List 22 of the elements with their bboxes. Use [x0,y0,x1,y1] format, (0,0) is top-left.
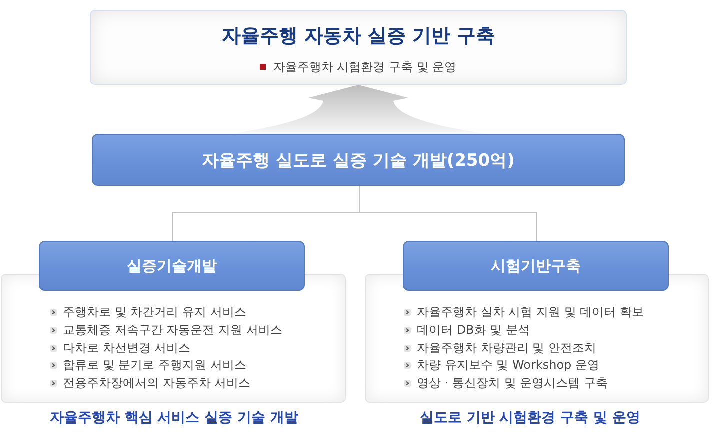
category-tab: 실증기술개발 [39,241,305,291]
list-item-text: 영상 · 통신장치 및 운영시스템 구축 [417,375,608,392]
list-item-text: 전용주차장에서의 자동주차 서비스 [63,375,251,392]
caption-text: 자율주행차 핵심 서비스 실증 기술 개발 [50,410,298,426]
project-box: 자율주행 실도로 실증 기술 개발(250억) [92,134,625,186]
connector-line [359,186,537,242]
list-item-text: 다차로 차선변경 서비스 [63,340,191,357]
list-item-text: 데이터 DB화 및 분석 [417,322,530,339]
list-panel [1,274,346,403]
list-panel [365,274,709,403]
caption-text: 실도로 기반 시험환경 구축 및 운영 [420,410,640,426]
list-item-text: 합류로 및 분기로 주행지원 서비스 [63,357,246,374]
list-item-text: 주행차로 및 차간거리 유지 서비스 [63,304,246,321]
block-arrow [230,85,486,134]
goal-box [90,10,627,85]
category-tab: 시험기반구축 [403,241,669,291]
list-item-text: 차량 유지보수 및 Workshop 운영 [417,357,600,374]
bullet-text: 자율주행차 시험환경 구축 및 운영 [273,60,457,74]
list-item-text: 자율주행차 실차 시험 지원 및 데이터 확보 [417,304,644,321]
list-item-text: 자율주행차 차량관리 및 안전조치 [417,340,596,357]
list-item-text: 교통체증 저속구간 자동운전 지원 서비스 [63,322,282,339]
title-text: 자율주행 자동차 실증 기반 구축 [222,25,496,47]
